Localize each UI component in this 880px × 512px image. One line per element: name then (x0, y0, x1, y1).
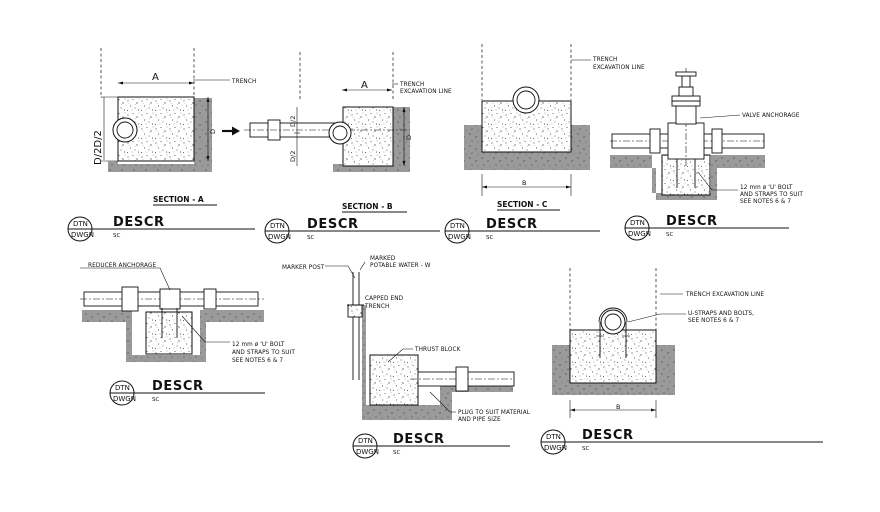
section-b-drawing: TRENCH EXCAVATION LINE A D/2 D/2 D SECTI… (244, 52, 452, 213)
descr-label: DESCR (393, 432, 445, 447)
sc-label: SC (582, 446, 589, 452)
section-c-title: SECTION - C (497, 200, 548, 209)
descr-label: DESCR (486, 217, 538, 232)
valve-anchorage-label: VALVE ANCHORAGE (742, 111, 800, 119)
title-block-5: DTN DWGN DESCR SC (109, 379, 265, 406)
marked-label-2: POTABLE WATER - W (370, 261, 431, 269)
dwgn-label: DWGN (268, 233, 291, 241)
section-b-title: SECTION - B (342, 202, 393, 211)
dwgn-label: DWGN (356, 448, 379, 456)
title-block-6: DTN DWGN DESCR SC (352, 432, 510, 459)
dim-a-label-b: A (361, 80, 368, 91)
descr-label: DESCR (307, 217, 359, 232)
dim-d2-label-b2: D/2 (289, 151, 297, 162)
dwgn-label: DWGN (544, 444, 567, 452)
bolt-label-r3: SEE NOTES 6 & 7 (232, 356, 283, 364)
u-strap-drawing: TRENCH EXCAVATION LINE U-STRAPS AND BOLT… (552, 268, 764, 418)
sc-label: SC (393, 450, 400, 456)
dtn-label: DTN (450, 222, 465, 230)
dim-b-label-u: B (616, 403, 620, 411)
title-block-7: DTN DWGN DESCR SC (540, 428, 823, 455)
bolt-label-r1: 12 mm ø 'U' BOLT (232, 340, 285, 348)
dim-d2-label-b1: D/2 (289, 116, 297, 127)
ustraps-label-2: SEE NOTES 6 & 7 (688, 316, 739, 324)
valve-anchorage-drawing: VALVE ANCHORAGE 12 mm ø 'U' BOLT AND STR… (610, 68, 803, 205)
dim-d-label-b: D (405, 135, 413, 140)
trench-line-b-2: EXCAVATION LINE (400, 87, 452, 95)
thrust-block-drawing: MARKER POST MARKED POTABLE WATER - W CAP… (282, 254, 531, 423)
section-a-drawing: TRENCH A D/2D/2 D SECTION - A (93, 48, 256, 206)
thrust-block-label: THRUST BLOCK (414, 345, 461, 353)
bolt-label-v1: 12 mm ø 'U' BOLT (740, 183, 793, 191)
trench-line-b-1: TRENCH (399, 80, 424, 88)
dwgn-label: DWGN (448, 233, 471, 241)
descr-label: DESCR (582, 428, 634, 443)
bolt-label-v3: SEE NOTES 6 & 7 (740, 197, 791, 205)
plug-label-1: PLUG TO SUIT MATERIAL (458, 408, 531, 416)
sc-label: SC (113, 233, 120, 239)
sc-label: SC (152, 397, 159, 403)
dtn-label: DTN (358, 437, 373, 445)
reducer-anchorage-label: REDUCER ANCHORAGE (88, 261, 156, 269)
capped-label-2: TRENCH (364, 302, 389, 310)
descr-label: DESCR (152, 379, 204, 394)
dtn-label: DTN (115, 384, 130, 392)
sc-label: SC (307, 235, 314, 241)
title-block-1: DTN DWGN DESCR SC (67, 215, 255, 242)
marked-label-1: MARKED (370, 254, 396, 262)
descr-label: DESCR (666, 214, 718, 229)
reducer-anchorage-drawing: REDUCER ANCHORAGE 12 mm ø 'U' BOLT AND S… (80, 261, 295, 364)
trench-line-c-2: EXCAVATION LINE (593, 63, 645, 71)
bolt-label-v2: AND STRAPS TO SUIT (740, 190, 803, 198)
marker-post-label: MARKER POST (282, 263, 325, 271)
dtn-label: DTN (73, 220, 88, 228)
dtn-label: DTN (630, 219, 645, 227)
bolt-label-r2: AND STRAPS TO SUIT (232, 348, 295, 356)
sc-label: SC (486, 235, 493, 241)
title-block-2: DTN DWGN DESCR SC (264, 217, 440, 244)
dwgn-label: DWGN (628, 230, 651, 238)
dim-b-label-c: B (522, 179, 526, 187)
sc-label: SC (666, 232, 673, 238)
title-block-4: DTN DWGN DESCR SC (624, 214, 789, 241)
trench-excavation-line-label: TRENCH EXCAVATION LINE (685, 290, 764, 298)
ustraps-label-1: U-STRAPS AND BOLTS, (688, 309, 754, 317)
dtn-label: DTN (546, 433, 561, 441)
dim-a-label: A (152, 72, 159, 83)
title-block-3: DTN DWGN DESCR SC (444, 217, 600, 244)
dim-d2d2-label: D/2D/2 (93, 130, 104, 165)
plug-label-2: AND PIPE SIZE (458, 415, 501, 423)
trench-line-c-1: TRENCH (592, 55, 617, 63)
dwgn-label: DWGN (71, 231, 94, 239)
trench-label: TRENCH (231, 77, 256, 85)
dwgn-label: DWGN (113, 395, 136, 403)
section-a-title: SECTION - A (153, 195, 204, 204)
dtn-label: DTN (270, 222, 285, 230)
capped-label-1: CAPPED END (365, 294, 404, 302)
descr-label: DESCR (113, 215, 165, 230)
section-c-drawing: TRENCH EXCAVATION LINE B SECTION - C (464, 44, 645, 211)
dim-d-label-a: D (209, 129, 217, 134)
